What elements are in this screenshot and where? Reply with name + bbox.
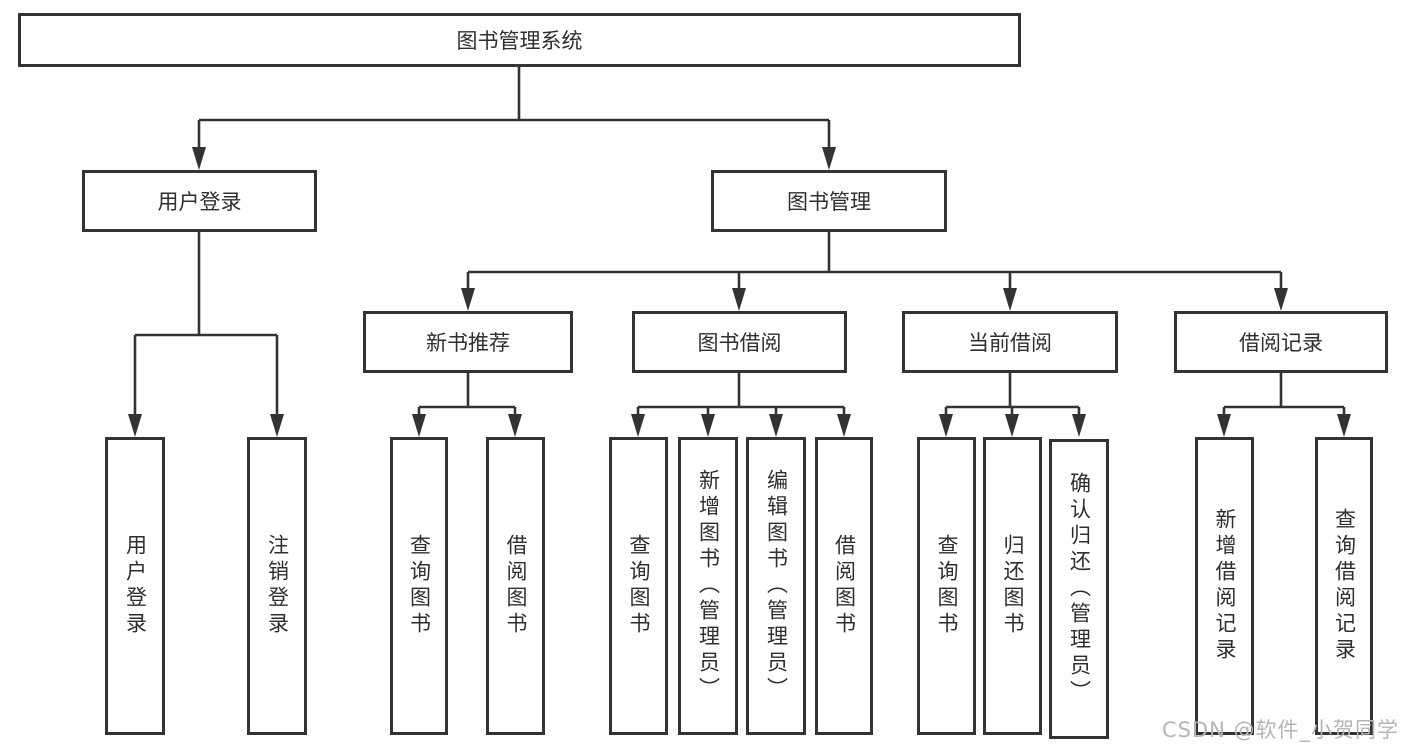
node-user-login: 用户登录 <box>82 170 317 232</box>
leaf-add-borrow-record: 新增借阅记录 <box>1195 437 1254 735</box>
leaf-edit-books-admin: 编辑图书（管理员） <box>746 437 806 735</box>
node-label: 图书管理系统 <box>456 29 583 53</box>
node-book-management: 图书管理 <box>711 170 947 232</box>
node-label: 借阅图书 <box>504 534 528 638</box>
node-label: 新增图书（管理员） <box>696 469 721 703</box>
node-label: 用户登录 <box>123 534 148 638</box>
node-label: 查询图书 <box>627 534 651 638</box>
leaf-query-books-borrow: 查询图书 <box>609 437 668 735</box>
node-label: 注销登录 <box>265 534 290 638</box>
csdn-watermark: CSDN @软件_小贺同学 <box>1161 718 1399 742</box>
leaf-return-books: 归还图书 <box>983 437 1042 735</box>
node-label: 新增借阅记录 <box>1213 508 1237 664</box>
leaf-borrow-books-newbook: 借阅图书 <box>486 437 545 735</box>
leaf-borrow-books: 借阅图书 <box>815 437 873 735</box>
node-label: 当前借阅 <box>968 331 1052 355</box>
node-label: 查询借阅记录 <box>1332 508 1357 664</box>
node-current-borrow: 当前借阅 <box>902 311 1118 373</box>
node-label: 归还图书 <box>1001 534 1025 638</box>
leaf-query-borrow-record: 查询借阅记录 <box>1315 437 1373 735</box>
node-label: 确认归还（管理员） <box>1067 472 1092 706</box>
node-label: 查询图书 <box>407 534 432 638</box>
node-label: 图书管理 <box>787 190 871 214</box>
node-book-borrow: 图书借阅 <box>632 311 847 373</box>
leaf-add-books-admin: 新增图书（管理员） <box>678 437 738 735</box>
node-borrow-records: 借阅记录 <box>1174 311 1388 373</box>
leaf-logout: 注销登录 <box>247 437 307 735</box>
leaf-confirm-return-admin: 确认归还（管理员） <box>1049 439 1109 739</box>
node-label: 编辑图书（管理员） <box>764 469 789 703</box>
node-label: 借阅图书 <box>832 534 857 638</box>
node-label: 借阅记录 <box>1239 331 1323 355</box>
leaf-query-books-newbook: 查询图书 <box>390 437 448 735</box>
leaf-user-login: 用户登录 <box>105 437 165 735</box>
node-label: 用户登录 <box>157 190 242 214</box>
node-new-book-recommend: 新书推荐 <box>363 311 573 373</box>
leaf-query-books-current: 查询图书 <box>917 437 976 735</box>
node-label: 新书推荐 <box>426 331 510 355</box>
node-library-management-system: 图书管理系统 <box>18 13 1021 67</box>
node-label: 查询图书 <box>935 534 959 638</box>
node-label: 图书借阅 <box>697 331 782 355</box>
